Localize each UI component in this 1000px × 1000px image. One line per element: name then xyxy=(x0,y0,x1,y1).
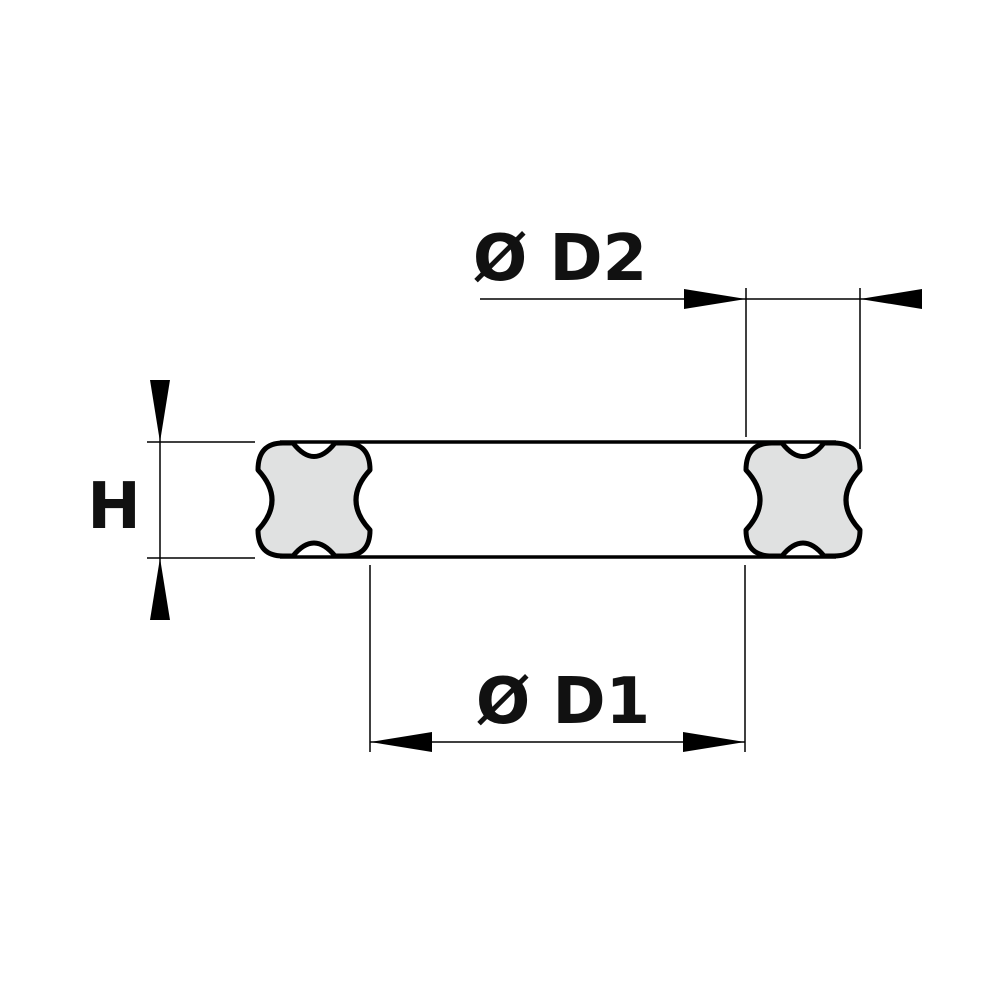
height-dimension: H xyxy=(87,380,255,620)
h-arrow-top xyxy=(150,380,170,442)
d2-arrow-left xyxy=(684,289,746,309)
d1-label: Ø D1 xyxy=(476,665,650,739)
inner-diameter-dimension: Ø D1 xyxy=(369,565,746,752)
d1-arrow-left xyxy=(370,732,432,752)
left-cross-section xyxy=(255,440,373,559)
ring-outline xyxy=(280,440,836,559)
right-cross-section xyxy=(743,440,863,559)
d1-arrow-right xyxy=(683,732,745,752)
h-arrow-bottom xyxy=(150,558,170,620)
d2-arrow-right xyxy=(860,289,922,309)
outer-diameter-dimension: Ø D2 xyxy=(473,222,922,449)
h-label: H xyxy=(87,470,141,544)
d2-label: Ø D2 xyxy=(473,222,647,296)
